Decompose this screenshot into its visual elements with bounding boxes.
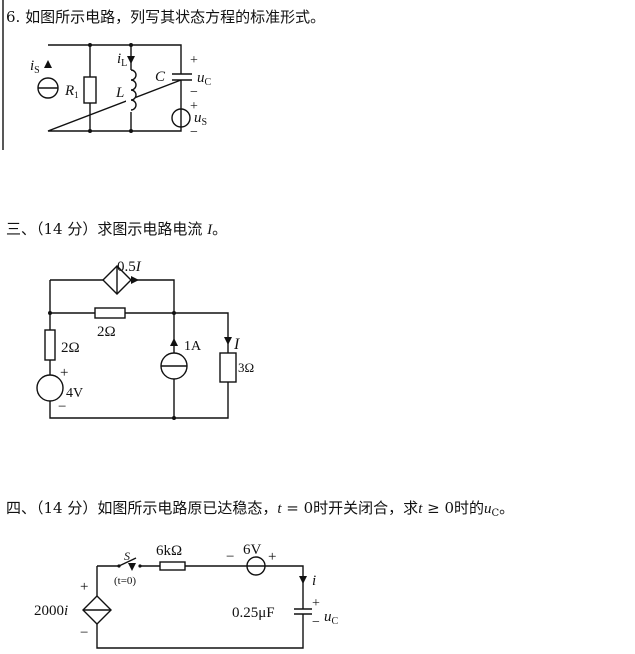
label-uc-plus: +: [312, 596, 320, 611]
label-vs: 4V: [66, 386, 83, 401]
label-r: 6kΩ: [156, 543, 182, 559]
voltage-source-us: [171, 108, 191, 128]
label-ccs: 0.5I: [117, 259, 142, 275]
capacitor: [294, 608, 312, 615]
title-var: I: [207, 222, 213, 238]
capacitor-c: [172, 73, 192, 81]
wires: [47, 44, 182, 132]
resistor-3ohm: [219, 352, 237, 383]
voltage-source-6v: [246, 556, 266, 576]
label-uc: uC: [324, 609, 339, 627]
label-s: S: [124, 549, 130, 563]
title-text: 四、（14 分）如图所示电路原已达稳态，: [6, 499, 278, 517]
node: [48, 311, 52, 315]
label-is: iS: [30, 58, 40, 76]
current-arrow-i: [299, 576, 307, 584]
title-var: t: [277, 501, 282, 517]
label-uc-minus: −: [312, 615, 320, 630]
label-us: uS: [194, 110, 207, 128]
label-c: C: [155, 69, 166, 85]
label-il: iL: [117, 51, 127, 69]
resistor-6kohm: [159, 561, 186, 571]
current-source-1a: [160, 338, 188, 380]
node: [129, 129, 133, 133]
label-r-mid: 2Ω: [97, 324, 116, 340]
title-sub: C: [491, 508, 500, 519]
node: [172, 311, 176, 315]
label-r-left: 2Ω: [61, 340, 80, 356]
label-vs-plus: +: [268, 549, 276, 565]
label-i: I: [233, 336, 240, 353]
circuit-q3: 0.5I 2Ω 2Ω + 4V − 1A I 3Ω: [36, 259, 254, 420]
title-var: t: [418, 501, 423, 517]
label-r-right: 3Ω: [238, 360, 254, 375]
label-dep: 2000i: [34, 603, 68, 619]
label-vs: 6V: [243, 542, 262, 558]
question-3-title: 三、（14 分）求图示电路电流 I。: [6, 218, 227, 239]
label-us-plus: +: [190, 99, 198, 114]
circuit-q6: iS R1 iL L C + uC − + uS −: [30, 43, 212, 140]
label-l: L: [115, 85, 124, 101]
title-end: 。: [212, 220, 228, 238]
resistor-left-2ohm: [44, 329, 56, 361]
question-4-title: 四、（14 分）如图所示电路原已达稳态，t = 0时开关闭合，求t ≥ 0时的u…: [6, 497, 514, 519]
label-t0: (t=0): [114, 575, 136, 587]
label-vs-minus: −: [226, 549, 234, 565]
question-6-title: 6. 如图所示电路，列写其状态方程的标准形式。: [6, 8, 326, 26]
label-vs-plus: +: [60, 365, 68, 381]
label-vs-minus: −: [58, 399, 66, 415]
title-var: u: [484, 501, 492, 517]
dependent-voltage-source: [82, 595, 112, 625]
label-uc-plus: +: [190, 53, 198, 68]
label-i: i: [312, 573, 316, 589]
label-uc-minus: −: [190, 85, 198, 100]
circuit-q4: S (t=0) 6kΩ − 6V + i 0.25μF + uC − + 200…: [34, 542, 339, 649]
label-uc: uC: [197, 70, 212, 88]
title-text: = 0时开关闭合，求: [281, 499, 419, 517]
resistor-mid-2ohm: [94, 307, 126, 319]
title-end: 。: [499, 499, 515, 517]
node: [88, 129, 92, 133]
resistor-r1: [83, 76, 97, 104]
label-dep-plus: +: [80, 579, 88, 595]
label-us-minus: −: [190, 125, 198, 140]
current-arrow-i: [224, 337, 232, 345]
dependent-current-source: [102, 265, 139, 295]
voltage-source-4v: [36, 374, 64, 402]
inductor-l: [126, 56, 137, 112]
node: [129, 43, 133, 47]
label-r1: R1: [64, 83, 79, 100]
node: [172, 416, 176, 420]
switch-s: [117, 557, 142, 571]
label-cs: 1A: [184, 339, 202, 354]
title-text: 三、（14 分）求图示电路电流: [6, 220, 208, 238]
label-dep-minus: −: [80, 625, 88, 641]
title-text: ≥ 0时的: [422, 499, 485, 517]
node: [88, 43, 92, 47]
current-source-is: [37, 60, 59, 99]
label-cap: 0.25μF: [232, 605, 275, 621]
